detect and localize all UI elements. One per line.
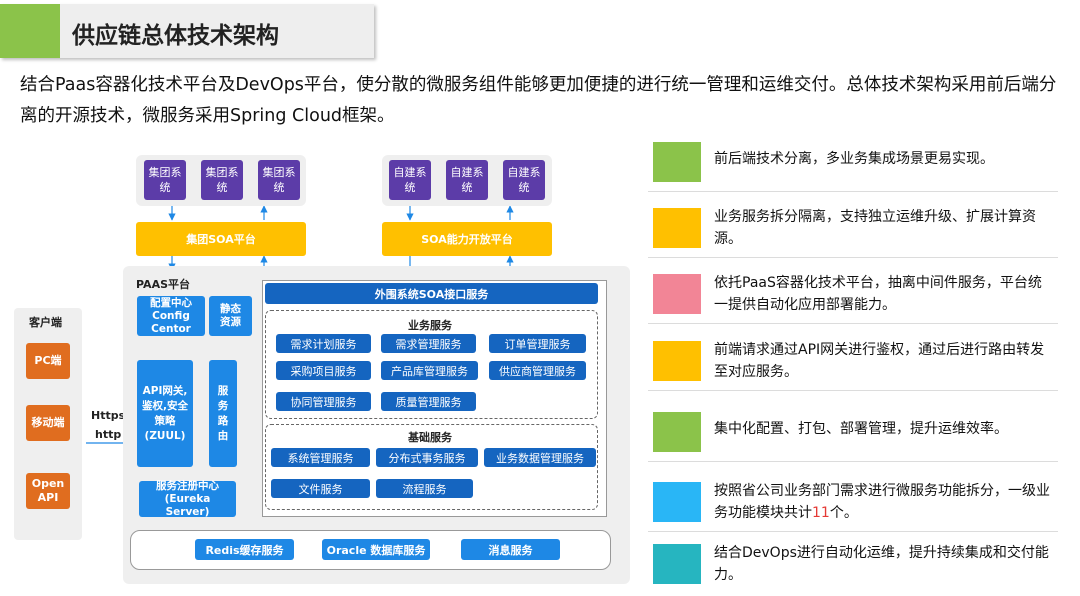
feature-swatch-4 [653, 341, 701, 381]
basic-service-3: 业务数据管理服务 [484, 448, 596, 467]
business-services-label: 业务服务 [408, 319, 452, 332]
feature-swatch-7 [653, 544, 701, 584]
client-mobile: 移动端 [26, 405, 70, 441]
api-gateway: API网关,鉴权,安全策略(ZUUL) [137, 360, 193, 467]
self-system-box-3: 自建系统 [503, 160, 545, 200]
feature-text-6-part-1: 按照省公司业务部门需求进行微服务功能拆分，一级业务功能模块共计 [714, 483, 1050, 521]
basic-services-group [265, 424, 598, 510]
feature-swatch-2 [653, 208, 701, 248]
basic-service-1: 系统管理服务 [271, 448, 370, 467]
business-service-7: 协同管理服务 [276, 392, 371, 411]
service-routing: 服务路由 [209, 360, 237, 467]
self-system-box-2: 自建系统 [446, 160, 488, 200]
basic-service-4: 文件服务 [271, 479, 370, 498]
infra-message: 消息服务 [461, 539, 560, 560]
module-count-highlight: 11 [812, 505, 830, 521]
business-service-8: 质量管理服务 [381, 392, 476, 411]
basic-service-5: 流程服务 [376, 479, 473, 498]
business-service-3: 订单管理服务 [489, 334, 586, 353]
feature-swatch-5 [653, 412, 701, 452]
feature-text-2: 业务服务拆分隔离，支持独立运维升级、扩展计算资源。 [714, 209, 1036, 247]
external-soa-service: 外围系统SOA接口服务 [265, 283, 598, 304]
soa-open-platform: SOA能力开放平台 [382, 222, 552, 256]
feature-text-6: 按照省公司业务部门需求进行微服务功能拆分，一级业务功能模块共计11个。 [714, 480, 1054, 524]
feature-text-1: 前后端技术分离，多业务集成场景更易实现。 [714, 151, 994, 167]
title-bar [0, 4, 374, 58]
feature-item-2: 业务服务拆分隔离，支持独立运维升级、扩展计算资源。 [648, 200, 1058, 258]
client-open-api: Open API [26, 473, 70, 509]
intro-paragraph: 结合Paas容器化技术平台及DevOps平台，使分散的微服务组件能够更加便捷的进… [20, 75, 1057, 126]
feature-item-7: 结合DevOps进行自动化运维，提升持续集成和交付能力。 [648, 536, 1058, 594]
protocol-https: Https [91, 409, 126, 422]
group-system-box-2: 集团系统 [201, 160, 243, 200]
self-system-box-1: 自建系统 [389, 160, 431, 200]
business-service-6: 供应商管理服务 [489, 361, 586, 380]
feature-divider [648, 390, 1058, 391]
feature-swatch-6 [653, 482, 701, 522]
static-resources: 静态资源 [209, 296, 252, 336]
feature-item-6: 按照省公司业务部门需求进行微服务功能拆分，一级业务功能模块共计11个。 [648, 474, 1058, 532]
feature-divider [648, 323, 1058, 324]
group-soa-platform: 集团SOA平台 [136, 222, 306, 256]
group-system-box-1: 集团系统 [144, 160, 186, 200]
basic-service-2: 分布式事务服务 [376, 448, 478, 467]
feature-item-4: 前端请求通过API网关进行鉴权，通过后进行路由转发至对应服务。 [648, 333, 1058, 391]
feature-text-6-part-2: 个。 [829, 505, 858, 521]
feature-divider [648, 461, 1058, 462]
title-accent [0, 4, 60, 58]
infra-redis: Redis缓存服务 [195, 539, 294, 560]
feature-text-5: 集中化配置、打包、部署管理，提升运维效率。 [714, 421, 1008, 437]
feature-item-1: 前后端技术分离，多业务集成场景更易实现。 [648, 134, 1058, 192]
feature-text-4: 前端请求通过API网关进行鉴权，通过后进行路由转发至对应服务。 [714, 342, 1045, 380]
feature-swatch-1 [653, 142, 701, 182]
paas-label: PAAS平台 [136, 278, 191, 291]
feature-text-3: 依托PaaS容器化技术平台，抽离中间件服务，平台统一提供自动化应用部署能力。 [714, 275, 1042, 313]
client-label: 客户端 [29, 316, 62, 329]
feature-divider [648, 257, 1058, 258]
business-service-4: 采购项目服务 [276, 361, 371, 380]
page-title: 供应链总体技术架构 [72, 23, 279, 49]
protocol-http: http [95, 428, 122, 441]
client-pc: PC端 [26, 343, 70, 379]
feature-swatch-3 [653, 274, 701, 314]
business-service-5: 产品库管理服务 [381, 361, 478, 380]
group-system-box-3: 集团系统 [258, 160, 300, 200]
feature-item-3: 依托PaaS容器化技术平台，抽离中间件服务，平台统一提供自动化应用部署能力。 [648, 266, 1058, 324]
business-service-1: 需求计划服务 [276, 334, 371, 353]
config-center: 配置中心Config Centor [137, 296, 205, 336]
feature-divider [648, 191, 1058, 192]
business-service-2: 需求管理服务 [381, 334, 476, 353]
infra-oracle: Oracle 数据库服务 [322, 539, 430, 560]
basic-services-label: 基础服务 [408, 431, 452, 444]
business-services-group [265, 310, 598, 419]
feature-divider [648, 531, 1058, 532]
feature-item-5: 集中化配置、打包、部署管理，提升运维效率。 [648, 404, 1058, 462]
feature-text-7: 结合DevOps进行自动化运维，提升持续集成和交付能力。 [714, 545, 1049, 583]
registry-center: 服务注册中心(Eureka Server) [139, 480, 236, 518]
